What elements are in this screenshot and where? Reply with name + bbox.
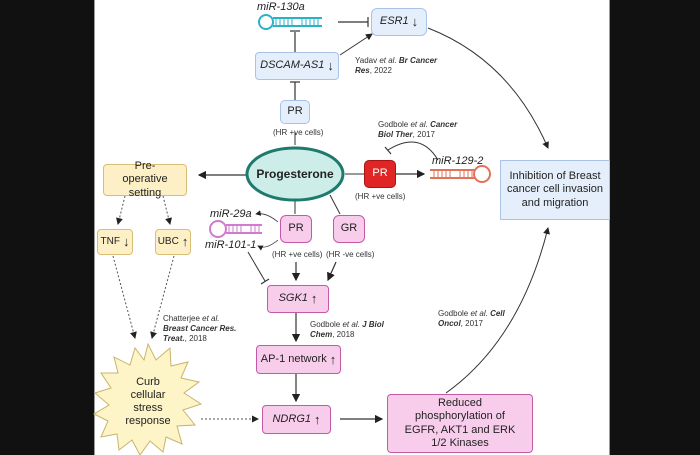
down-arrow-icon: ↓ [411,14,419,30]
mir-29a-label: miR-29a [210,208,252,220]
pr-label: PR [372,167,388,180]
curb-node[interactable]: Curb cellular stress response [118,372,178,432]
hr-positive-label: (HR +ve cells) [355,192,406,201]
tnf-label: TNF [100,236,120,247]
gr-node[interactable]: GR [333,215,365,243]
dscam-as1-node[interactable]: DSCAM-AS1↓ [255,52,339,80]
hr-positive-label: (HR +ve cells) [273,128,324,137]
reference-yadav: Yadav et al. Br Cancer Res, 2022 [355,56,438,75]
down-arrow-icon: ↓ [122,234,130,250]
reference-chatterjee: Chatterjee et al. Breast Cancer Res. Tre… [163,314,237,343]
dscam-as1-label: DSCAM-AS1 [260,59,325,72]
tnf-node[interactable]: TNF↓ [97,229,133,255]
up-arrow-icon: ↑ [181,234,189,250]
progesterone-node[interactable]: Progesterone [247,149,343,199]
mir-129-2-label: miR-129-2 [432,155,484,167]
ubc-label: UBC [157,236,179,247]
inhibition-label: Inhibition of Breast cancer cell invasio… [507,170,603,209]
ndrg1-label: NDRG1 [272,412,311,425]
sgk1-label: SGK1 [278,292,308,305]
esr1-node[interactable]: ESR1↓ [371,8,427,36]
preoperative-label: Pre-operative setting [122,160,168,199]
ubc-node[interactable]: UBC↑ [155,229,191,255]
reference-godbole-cell-oncol: Godbole et al. Cell Oncol, 2017 [438,309,505,328]
preoperative-node[interactable]: Pre-operative setting [103,160,187,199]
ap1-label: AP-1 network [260,352,327,365]
reference-godbole-j-biol-chem: Godbole et al. J Biol Chem, 2018 [310,320,384,339]
pr-label: PR [288,222,304,235]
ndrg1-node[interactable]: NDRG1↑ [262,405,331,434]
pr-label: PR [287,105,303,118]
ap1-node[interactable]: AP-1 network↑ [256,345,341,374]
up-arrow-icon: ↑ [310,291,318,307]
mir-101-1-label: miR-101-1 [205,239,257,251]
progesterone-label: Progesterone [256,166,334,181]
sgk1-node[interactable]: SGK1↑ [267,285,329,313]
down-arrow-icon: ↓ [327,58,334,74]
mir-130a-label: miR-130a [257,1,305,13]
gr-label: GR [340,222,358,235]
reduced-phosphorylation-node[interactable]: Reduced phosphorylation of EGFR, AKT1 an… [387,394,533,453]
inhibition-node[interactable]: Inhibition of Breast cancer cell invasio… [500,160,610,220]
pr-node-blue[interactable]: PR [280,100,310,124]
hr-positive-label: (HR +ve cells) [272,250,323,259]
reduced-phosphorylation-label: Reduced phosphorylation of EGFR, AKT1 an… [404,397,516,449]
reference-godbole-cancer-biol-ther: Godbole et al. Cancer Biol Ther, 2017 [378,120,458,139]
hr-negative-label: (HR -ve cells) [326,250,375,259]
esr1-label: ESR1 [379,15,409,28]
up-arrow-icon: ↑ [329,351,337,367]
curb-label: Curb cellular stress response [125,375,171,428]
pr-node-red[interactable]: PR [364,160,396,188]
up-arrow-icon: ↑ [314,411,321,427]
pr-node-pink[interactable]: PR [280,215,312,243]
